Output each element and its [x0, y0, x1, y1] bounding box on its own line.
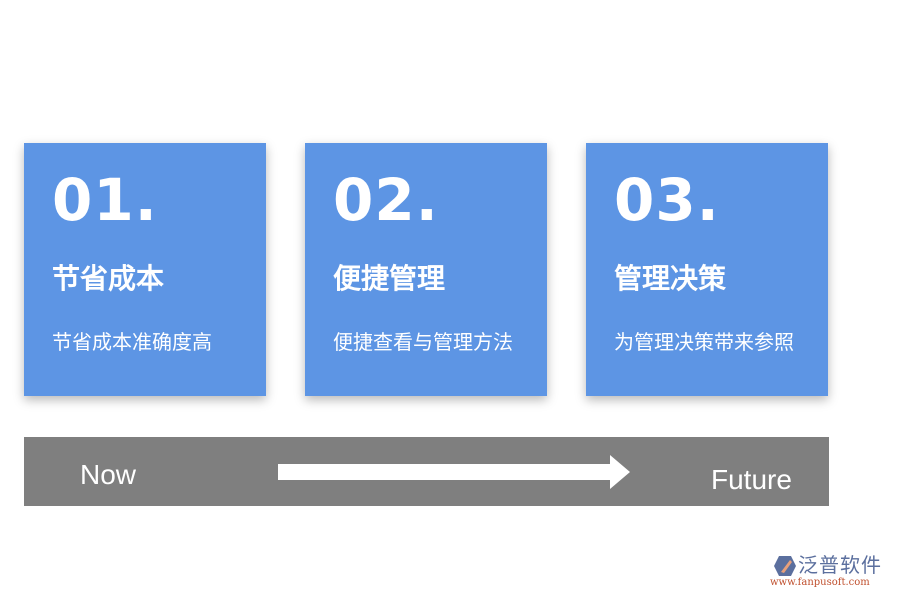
logo-url-text: www.fanpusoft.com: [770, 577, 870, 588]
card-number: 02.: [333, 166, 439, 234]
timeline-end-label: Future: [711, 464, 792, 495]
card-title: 便捷管理: [333, 262, 446, 295]
card-02: 02. 便捷管理 便捷查看与管理方法: [305, 143, 547, 396]
card-title: 管理决策: [614, 262, 727, 295]
card-title: 节省成本: [52, 262, 165, 295]
card-description: 为管理决策带来参照: [614, 330, 794, 354]
logo-mark-icon: [774, 556, 796, 576]
card-description: 便捷查看与管理方法: [333, 330, 513, 354]
logo-brand-text: 泛普软件: [798, 553, 882, 577]
card-03: 03. 管理决策 为管理决策带来参照: [586, 143, 828, 396]
right-arrow-icon: [278, 455, 630, 489]
brand-logo: 泛普软件 www.fanpusoft.com: [770, 553, 895, 593]
timeline-bar: Now Future: [24, 437, 829, 506]
timeline-start-label: Now: [80, 459, 137, 490]
card-01: 01. 节省成本 节省成本准确度高: [24, 143, 266, 396]
card-number: 01.: [52, 166, 158, 234]
card-number: 03.: [614, 166, 720, 234]
card-description: 节省成本准确度高: [52, 330, 212, 354]
